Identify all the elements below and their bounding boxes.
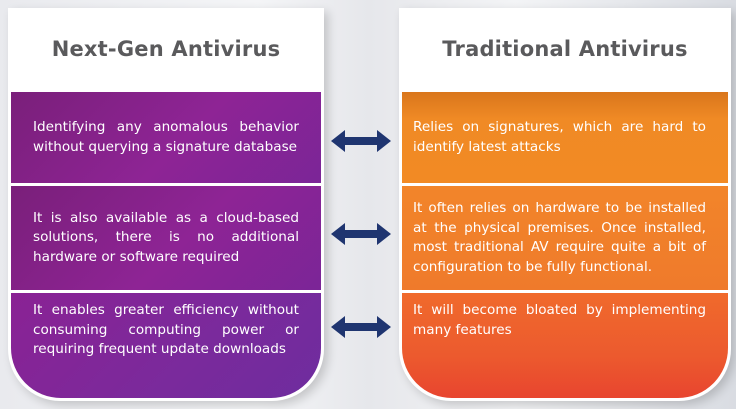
double-arrow-icon: [331, 316, 391, 338]
traditional-row-2: It often relies on hardware to be instal…: [402, 186, 728, 290]
next-gen-row-2-text: It is also available as a cloud-based so…: [33, 209, 299, 265]
next-gen-row-2: It is also available as a cloud-based so…: [11, 186, 321, 290]
double-arrow-icon: [331, 130, 391, 152]
double-arrow-icon: [331, 223, 391, 245]
traditional-row-3: It will become bloated by implementing m…: [402, 293, 728, 398]
next-gen-row-3-text: It enables greater efficiency without co…: [33, 302, 299, 357]
traditional-row-1-text: Relies on signatures, which are hard to …: [413, 119, 706, 155]
next-gen-row-1-text: Identifying any anomalous behavior witho…: [33, 119, 299, 155]
next-gen-row-3: It enables greater efficiency without co…: [11, 293, 321, 398]
traditional-antivirus-column: Traditional Antivirus Relies on signatur…: [399, 8, 731, 401]
next-gen-antivirus-column: Next-Gen Antivirus Identifying any anoma…: [8, 8, 324, 401]
traditional-row-2-text: It often relies on hardware to be instal…: [413, 200, 706, 275]
next-gen-row-1: Identifying any anomalous behavior witho…: [11, 92, 321, 183]
next-gen-header: Next-Gen Antivirus: [8, 8, 324, 90]
traditional-row-1: Relies on signatures, which are hard to …: [402, 92, 728, 183]
traditional-row-3-text: It will become bloated by implementing m…: [413, 302, 706, 338]
traditional-header: Traditional Antivirus: [399, 8, 731, 90]
